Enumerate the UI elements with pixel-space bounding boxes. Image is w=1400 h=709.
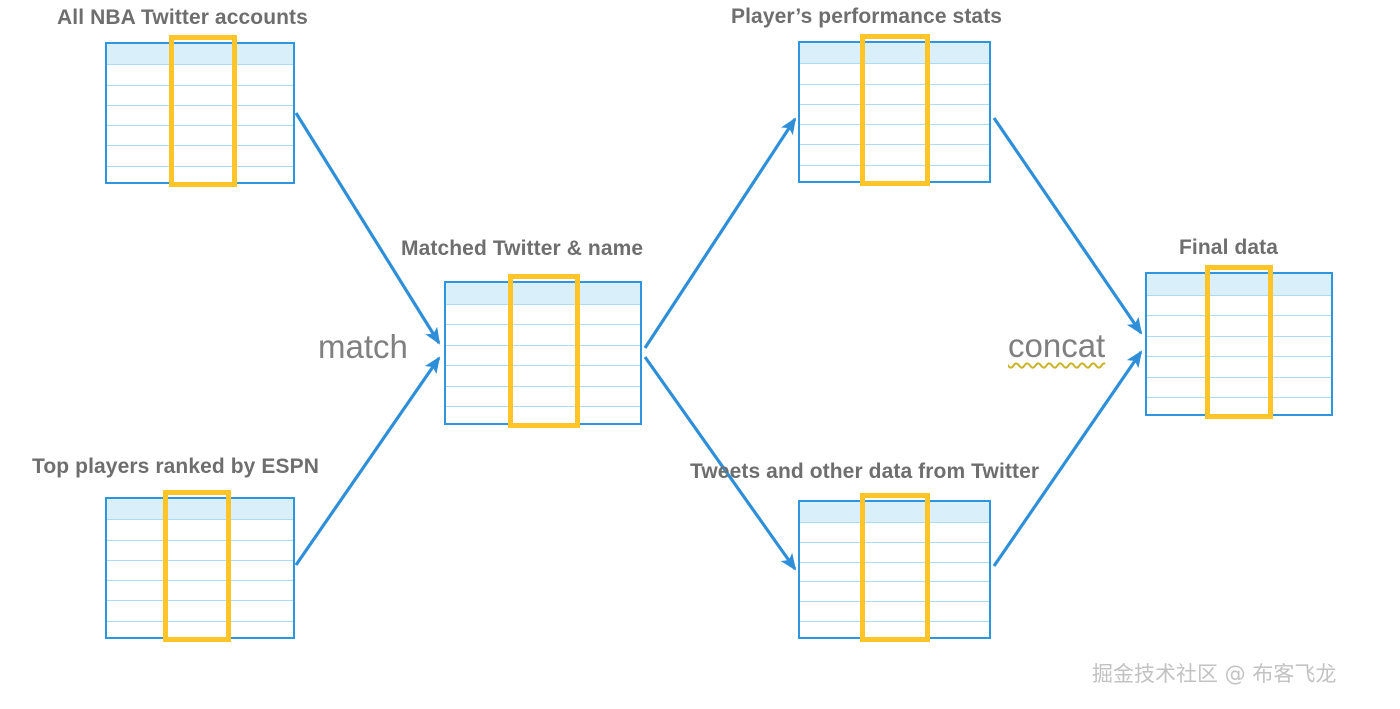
edge-accounts-to-matched — [294, 112, 441, 345]
table-row-line — [800, 144, 989, 145]
watermark: 掘金技术社区 @ 布客飞龙 — [1092, 662, 1337, 686]
table-row-line — [107, 125, 293, 126]
match-operation-label: match — [318, 328, 408, 365]
table-row-line — [1147, 397, 1331, 398]
node-label-all-nba-twitter-accounts: All NBA Twitter accounts — [57, 6, 308, 29]
table-row-line — [800, 562, 989, 563]
column-highlight-players-performance-stats — [860, 34, 930, 186]
table-row-line — [446, 386, 640, 387]
table-row-line — [107, 600, 293, 601]
table-row-line — [107, 519, 293, 520]
table-header-band — [800, 502, 989, 522]
node-label-matched-twitter-and-name: Matched Twitter & name — [401, 237, 644, 260]
node-label-tweets-and-other-data-from-twitter: Tweets and other data from Twitter — [690, 460, 1040, 483]
table-header-band — [107, 44, 293, 65]
table-header-band — [107, 499, 293, 520]
table-row-line — [107, 145, 293, 146]
table-row-line — [107, 621, 293, 622]
table-header-band — [446, 283, 640, 304]
table-row-line — [800, 165, 989, 166]
table-row-line — [800, 621, 989, 622]
table-row-line — [1147, 356, 1331, 357]
table-row-line — [1147, 315, 1331, 316]
edge-espn-to-matched — [294, 356, 441, 566]
table-header-band — [800, 43, 989, 64]
node-label-final-data: Final data — [1179, 236, 1279, 259]
table-row-line — [446, 365, 640, 366]
table-row-line — [107, 540, 293, 541]
table-row-line — [800, 542, 989, 543]
table-row-line — [107, 105, 293, 106]
column-highlight-all-nba-twitter-accounts — [169, 35, 237, 187]
table-row-line — [446, 324, 640, 325]
table-row-line — [107, 85, 293, 86]
table-row-line — [800, 104, 989, 105]
edge-tweets-to-final — [992, 350, 1143, 567]
table-row-line — [107, 64, 293, 65]
column-highlight-tweets-and-other-data-from-twitter — [860, 493, 930, 642]
concat-operation-label: concat — [1008, 327, 1106, 364]
table-row-line — [800, 63, 989, 64]
table-row-line — [800, 522, 989, 523]
table-row-line — [107, 560, 293, 561]
node-label-players-performance-stats: Player’s performance stats — [731, 5, 1003, 28]
table-row-line — [800, 84, 989, 85]
table-row-line — [446, 406, 640, 407]
table-final-data — [1145, 272, 1333, 416]
table-header-band — [1147, 274, 1331, 295]
table-row-line — [1147, 295, 1331, 296]
table-row-line — [800, 601, 989, 602]
column-highlight-matched-twitter-and-name — [508, 274, 580, 428]
table-row-line — [107, 166, 293, 167]
table-row-line — [107, 580, 293, 581]
table-row-line — [1147, 377, 1331, 378]
edge-matched-to-tweets — [643, 356, 797, 571]
edge-matched-to-stats — [643, 117, 797, 349]
edge-group — [294, 112, 1143, 571]
table-players-performance-stats — [798, 41, 991, 183]
column-highlight-final-data — [1205, 265, 1273, 419]
table-row-line — [446, 304, 640, 305]
table-row-line — [800, 581, 989, 582]
table-row-line — [800, 124, 989, 125]
table-row-line — [446, 345, 640, 346]
node-label-top-players-ranked-by-espn: Top players ranked by ESPN — [32, 455, 319, 478]
table-row-line — [1147, 336, 1331, 337]
table-top-players-ranked-by-espn — [105, 497, 295, 639]
table-tweets-and-other-data-from-twitter — [798, 500, 991, 639]
table-all-nba-twitter-accounts — [105, 42, 295, 184]
edge-stats-to-final — [992, 117, 1143, 335]
column-highlight-top-players-ranked-by-espn — [163, 490, 231, 642]
